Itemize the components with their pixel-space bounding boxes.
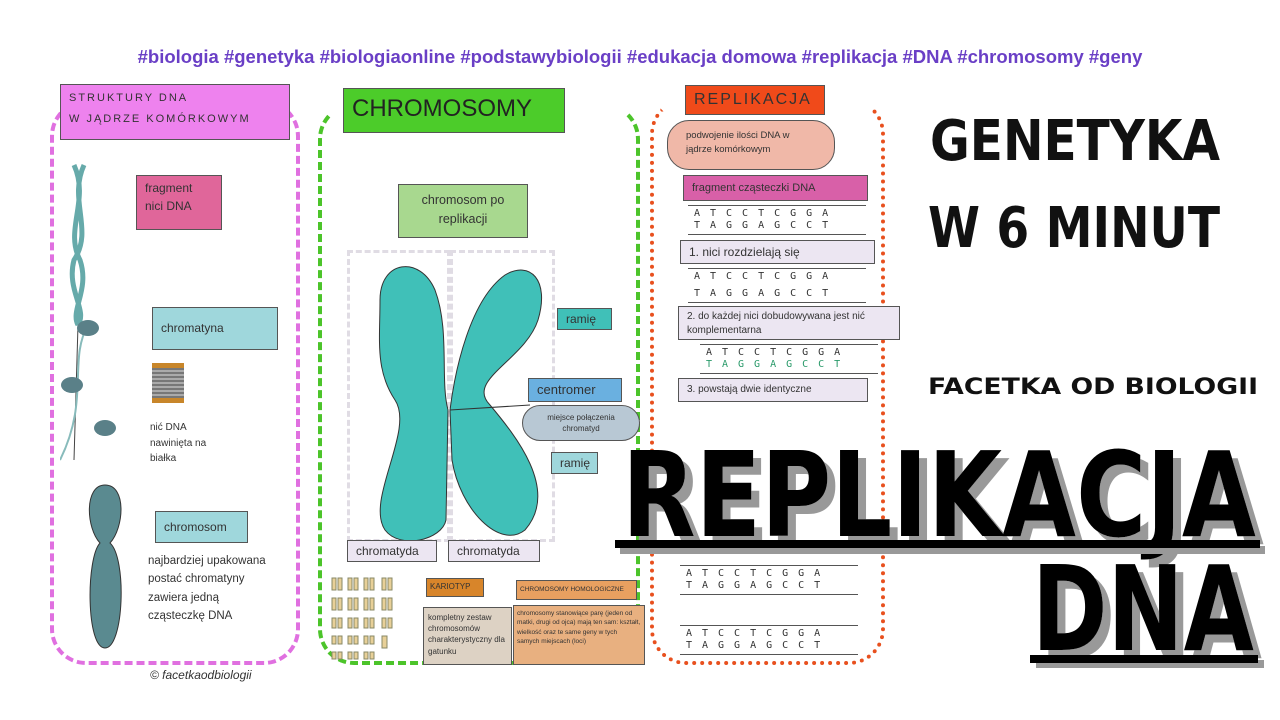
karyotype-note: kompletny zestaw chromosomów charakterys… <box>423 607 512 665</box>
spool-icon <box>152 363 184 403</box>
title-line-2: W JĄDRZE KOMÓRKOWYM <box>69 112 251 125</box>
replication-definition: podwojenie ilości DNA w jądrze komórkowy… <box>667 120 835 170</box>
centromere-note: miejsce połączenia chromatyd <box>522 405 640 441</box>
strand-bottom: TAGGAGCCT <box>694 288 839 299</box>
strand-top: ATCCTCGGA <box>694 208 839 219</box>
dna-helix-illustration <box>60 163 116 461</box>
step-1: 1. nici rozdzielają się <box>680 240 875 264</box>
dna-underline-shadow <box>1036 660 1264 668</box>
chromatin-label: chromatyna <box>152 307 278 350</box>
dna-strand-separated-top: ATCCTCGGA <box>688 268 866 285</box>
homologous-note: chromosomy stanowiące parę (jeden od mat… <box>513 605 645 665</box>
karyotype-title: KARIOTYP <box>426 578 484 597</box>
title-line-1: STRUKTURY DNA <box>69 92 189 104</box>
condensed-chromosome-illustration <box>88 484 122 649</box>
main-title-underline <box>615 540 1260 548</box>
dna-structures-region <box>50 100 300 665</box>
homologous-title: CHROMOSOMY HOMOLOGICZNE <box>516 580 637 600</box>
chromatin-note: nić DNA nawinięta na białka <box>150 422 207 464</box>
strand-top: ATCCTCGGA <box>686 628 831 639</box>
replication-region <box>650 98 885 665</box>
dna-underline <box>1030 655 1258 663</box>
dna-strand-separated-bottom: TAGGAGCCT <box>688 286 866 303</box>
main-title-underline-shadow <box>620 546 1265 554</box>
centromere-label: centromer <box>528 378 622 402</box>
strand-bottom: TAGGAGCCT <box>686 640 831 651</box>
headline-6-minut: W 6 MINUT <box>928 196 1220 261</box>
strand-top: ATCCTCGGA <box>694 271 839 282</box>
strand-top: ATCCTCGGA <box>686 568 831 579</box>
chromosomes-title: CHROMOSOMY <box>343 88 565 133</box>
hashtags: #biologia #genetyka #biologiaonline #pod… <box>137 46 1143 67</box>
chromosome-note: najbardziej upakowana postać chromatyny … <box>148 555 266 623</box>
fragment-molecule-label: fragment cząsteczki DNA <box>683 175 868 201</box>
dna-structures-title: STRUKTURY DNA W JĄDRZE KOMÓRKOWYM <box>60 84 290 140</box>
fragment-dna-label: fragment nici DNA <box>136 175 222 230</box>
step-3: 3. powstają dwie identyczne <box>678 378 868 402</box>
arm-label-bottom: ramię <box>551 452 598 474</box>
strand-bottom: TAGGAGCCT <box>694 220 839 231</box>
strand-top: ATCCTCGGA <box>706 347 851 358</box>
strand-bottom: TAGGAGCCT <box>686 580 831 591</box>
chromatid-left-label: chromatyda <box>347 540 437 562</box>
x-chromosome-illustration <box>378 266 543 542</box>
headline-genetyka: GENETYKA <box>930 109 1221 174</box>
copyright: © facetkaodbiologii <box>150 668 252 682</box>
step-2: 2. do każdej nici dobudowywana jest nić … <box>678 306 900 340</box>
strand-bottom: TAGGAGCCT <box>706 359 851 370</box>
karyotype-illustration <box>331 577 393 660</box>
author-name: FACETKA OD BIOLOGII <box>928 375 1258 400</box>
replicated-chromosome-label: chromosom po replikacji <box>398 184 528 238</box>
chromatid-right-label: chromatyda <box>448 540 540 562</box>
arm-label-top: ramię <box>557 308 612 330</box>
replication-title: REPLIKACJA <box>685 85 825 115</box>
chromosome-label: chromosom <box>155 511 248 543</box>
